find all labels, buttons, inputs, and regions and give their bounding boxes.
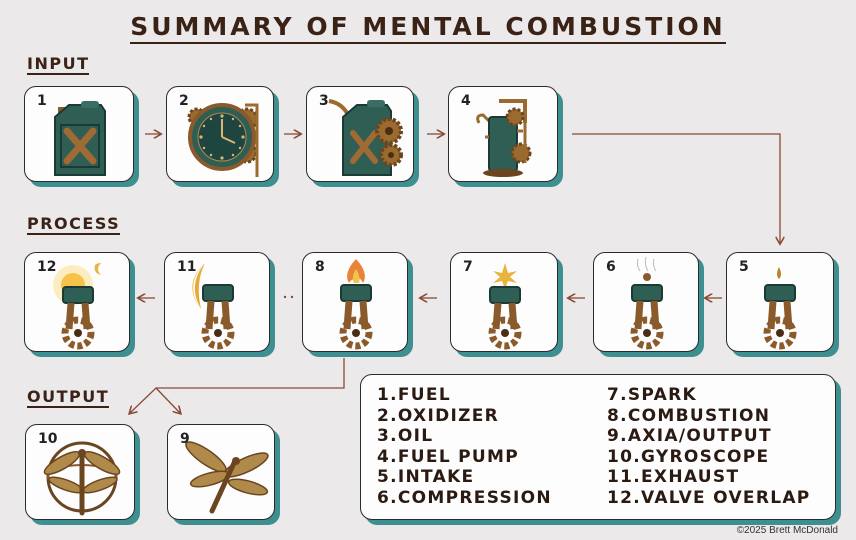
legend-item: 2.OXIDIZER [377,405,500,426]
step-card-9: 9 [167,424,275,520]
copyright-text: ©2025 Brett McDonald [736,525,838,536]
step-number: 6 [606,259,616,275]
piston-moon-icon [192,263,235,350]
step-card-3: 3 [306,86,414,182]
step-number: 8 [315,259,325,275]
step-number: 1 [37,93,47,109]
legend-item: 7.SPARK [607,385,697,405]
step-card-5: 5 [726,252,834,352]
dotted-connector-8-11 [283,295,294,299]
legend-item: 11.EXHAUST [607,467,740,488]
step-card-1: 1 [24,86,134,182]
step-number: 9 [180,431,190,447]
oil-can-gears-icon [328,99,403,176]
fuel-can-icon [54,101,106,176]
legend-item: 1.FUEL [377,385,451,405]
step-number: 7 [463,259,473,275]
dragonfly-icon [185,441,269,514]
step-number: 4 [461,93,471,109]
page-title: SUMMARY OF MENTAL COMBUSTION [0,12,856,44]
step-card-4: 4 [448,86,558,182]
step-number: 3 [319,93,329,109]
step-number: 11 [177,259,197,275]
piston-sun-icon [53,263,101,350]
piston-steam-icon [630,256,664,350]
step-card-2: 2 [166,86,274,182]
piston-spark-icon [488,263,522,350]
piston-flame-icon [339,259,373,350]
step-card-10: 10 [25,424,135,520]
arrow-8-9 [155,387,180,413]
section-process-label: PROCESS [27,214,121,235]
legend-item: 8.COMBUSTION [607,405,771,426]
arrow-4-5 [572,133,780,243]
step-number: 2 [179,93,189,109]
legend-column-right: 7.SPARK 8.COMBUSTION 9.AXIA/OUTPUT 10.GY… [607,385,811,509]
section-input-label: INPUT [27,54,90,75]
step-card-7: 7 [450,252,558,352]
legend-column-left: 1.FUEL 2.OXIDIZER 3.OIL 4.FUEL PUMP 5.IN… [377,385,552,509]
step-card-8: 8 [302,252,408,352]
legend-item: 5.INTAKE [377,467,475,488]
piston-drop-icon [763,267,797,350]
clock-gears-icon [187,103,259,177]
step-number: 12 [37,259,57,275]
legend-item: 12.VALVE OVERLAP [607,487,811,508]
step-number: 10 [38,431,58,447]
legend-panel: 1.FUEL 2.OXIDIZER 3.OIL 4.FUEL PUMP 5.IN… [360,374,836,520]
step-card-6: 6 [593,252,699,352]
legend-item: 9.AXIA/OUTPUT [607,426,772,447]
step-card-12: 12 [24,252,130,352]
section-output-label: OUTPUT [27,387,110,408]
arrow-8-10 [130,358,345,413]
step-number: 5 [739,259,749,275]
legend-item: 4.FUEL PUMP [377,446,520,467]
legend-item: 3.OIL [377,426,434,447]
legend-item: 10.GYROSCOPE [607,446,770,467]
fuel-pump-icon [476,99,532,177]
step-card-11: 11 [164,252,270,352]
dragonfly-gyroscope-icon [43,441,121,516]
legend-item: 6.COMPRESSION [377,487,552,508]
